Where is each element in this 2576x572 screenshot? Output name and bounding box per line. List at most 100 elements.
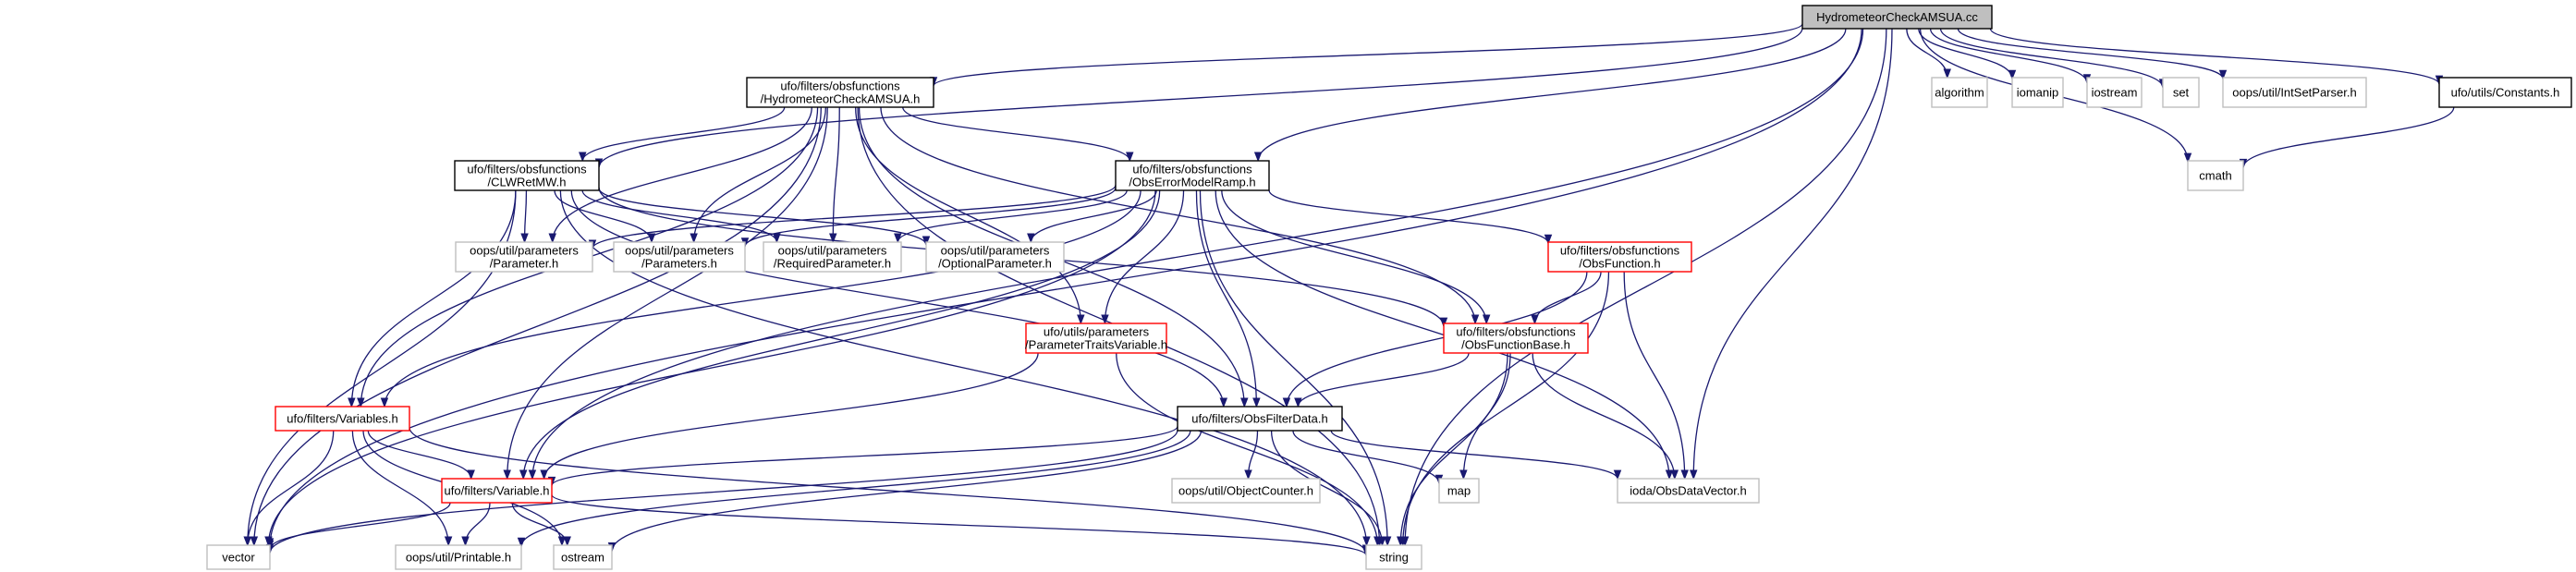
edge-arrowhead <box>444 536 453 547</box>
node-box-parameters <box>613 241 746 273</box>
edge-clw-to-string <box>559 189 1371 547</box>
edge-hchk-to-oemr <box>902 106 1134 163</box>
node-label-map: map <box>1447 484 1471 498</box>
edge-arrowhead <box>243 536 251 547</box>
edge-root-to-variable <box>528 28 1864 481</box>
node-objectcounter[interactable]: oops/util/ObjectCounter.h <box>1171 478 1321 504</box>
edge-line <box>581 189 778 243</box>
edge-obsfunctionbase-to-obsfilterdata <box>1294 352 1470 408</box>
node-obsdatavector[interactable]: ioda/ObsDataVector.h <box>1617 478 1760 504</box>
node-optionalparam[interactable]: oops/util/parameters/OptionalParameter.h <box>925 241 1065 273</box>
edge-clw-to-optionalparam <box>598 188 931 247</box>
node-parameters[interactable]: oops/util/parameters/Parameters.h <box>613 241 746 273</box>
edge-constants-to-cmath <box>2239 106 2455 169</box>
edge-arrowhead <box>540 469 548 481</box>
edge-root-to-constants <box>1989 28 2444 86</box>
edge-arrowhead <box>348 397 356 408</box>
edge-arrowhead <box>1459 469 1468 481</box>
edge-line <box>570 189 1225 408</box>
node-box-string <box>1365 544 1422 570</box>
edge-variables-to-variable <box>367 430 475 481</box>
node-cmath[interactable]: cmath <box>2187 160 2244 191</box>
edge-arrowhead <box>1101 314 1109 325</box>
node-label-oemr-line2: /ObsErrorModelRamp.h <box>1129 176 1255 189</box>
edge-oemr-to-obsfunction <box>1268 189 1553 245</box>
edge-line <box>351 430 449 546</box>
node-hchk[interactable]: ufo/filters/obsfunctions/HydrometeorChec… <box>746 77 934 108</box>
node-label-iomanip: iomanip <box>2017 86 2059 100</box>
edge-arrowhead <box>1219 397 1228 408</box>
node-box-requiredparam <box>763 241 902 273</box>
node-variables[interactable]: ufo/filters/Variables.h <box>275 406 410 432</box>
edge-arrowhead <box>1126 152 1134 163</box>
edge-line <box>507 106 828 480</box>
edge-line <box>1906 28 1948 79</box>
node-box-optionalparam <box>925 241 1065 273</box>
edge-clw-to-variables <box>348 189 517 408</box>
node-paramtraits[interactable]: ufo/utils/parameters/ParameterTraitsVari… <box>1025 323 1167 354</box>
edge-arrowhead <box>829 233 837 244</box>
edge-arrowhead <box>1943 68 1951 79</box>
node-algorithm[interactable]: algorithm <box>1931 77 1988 108</box>
edge-oemr-to-optionalparam <box>1027 189 1157 244</box>
node-label-parameters-line1: oops/util/parameters <box>625 244 734 258</box>
node-obsfunctionbase[interactable]: ufo/filters/obsfunctions/ObsFunctionBase… <box>1443 323 1589 354</box>
node-map[interactable]: map <box>1438 478 1480 504</box>
node-intsetparser[interactable]: oops/util/IntSetParser.h <box>2222 77 2367 108</box>
edge-line <box>269 430 1178 554</box>
node-label-obsfilterdata: ufo/filters/ObsFilterData.h <box>1191 412 1327 426</box>
edge-clw-to-parameters <box>554 189 656 244</box>
node-box-obsfunctionbase <box>1443 323 1589 354</box>
node-iostream[interactable]: iostream <box>2086 77 2143 108</box>
node-box-root <box>1801 5 1993 30</box>
node-vector[interactable]: vector <box>206 544 271 570</box>
edge-obsfunctionbase-to-map <box>1459 352 1511 481</box>
node-printable[interactable]: oops/util/Printable.h <box>395 544 522 570</box>
node-root[interactable]: HydrometeorCheckAMSUA.cc <box>1801 5 1993 30</box>
node-label-constants: ufo/utils/Constants.h <box>2451 86 2560 100</box>
node-label-parameter-line2: /Parameter.h <box>490 257 558 271</box>
edge-line <box>543 352 1039 480</box>
node-label-requiredparam-line1: oops/util/parameters <box>778 244 887 258</box>
edge-clw-to-obsfilterdata <box>570 189 1228 408</box>
node-box-variable <box>441 478 553 504</box>
node-label-ostream: ostream <box>561 551 604 565</box>
edge-oemr-to-paramtraits <box>1101 189 1185 325</box>
node-clw[interactable]: ufo/filters/obsfunctions/CLWRetMW.h <box>454 160 600 191</box>
edge-hchk-to-parameters <box>690 106 827 244</box>
node-box-iomanip <box>2011 77 2064 108</box>
node-obsfunction[interactable]: ufo/filters/obsfunctions/ObsFunction.h <box>1547 241 1692 273</box>
edge-line <box>531 28 1864 480</box>
edge-root-to-oemr <box>1253 28 1847 163</box>
edge-obsfunction-to-obsfunctionbase <box>1531 271 1602 325</box>
edge-line <box>581 106 786 162</box>
node-ostream[interactable]: ostream <box>553 544 613 570</box>
node-parameter[interactable]: oops/util/parameters/Parameter.h <box>455 241 593 273</box>
node-box-iostream <box>2086 77 2143 108</box>
node-label-hchk-line2: /HydrometeorCheckAMSUA.h <box>761 92 921 106</box>
edge-variable-to-ostream <box>511 502 571 547</box>
edge-arrowhead <box>1471 314 1480 325</box>
edge-arrowhead <box>1282 397 1291 408</box>
node-box-clw <box>454 160 600 191</box>
node-set[interactable]: set <box>2162 77 2200 108</box>
edge-root-to-obsdatavector <box>1690 28 1893 481</box>
edge-line <box>933 23 1803 87</box>
node-constants[interactable]: ufo/utils/Constants.h <box>2438 77 2572 108</box>
node-iomanip[interactable]: iomanip <box>2011 77 2064 108</box>
edge-arrowhead <box>1077 314 1085 325</box>
node-oemr[interactable]: ufo/filters/obsfunctions/ObsErrorModelRa… <box>1115 160 1270 191</box>
edge-oemr-to-obsfilterdata <box>1195 189 1261 408</box>
node-requiredparam[interactable]: oops/util/parameters/RequiredParameter.h <box>763 241 902 273</box>
edge-clw-to-requiredparam <box>581 189 781 244</box>
node-label-obsfunction-line2: /ObsFunction.h <box>1579 257 1660 271</box>
edge-line <box>832 106 840 243</box>
node-obsfilterdata[interactable]: ufo/filters/ObsFilterData.h <box>1177 406 1343 432</box>
edge-arrowhead <box>1439 317 1448 328</box>
edge-line <box>1623 271 1686 480</box>
node-variable[interactable]: ufo/filters/Variable.h <box>441 478 553 504</box>
edge-arrowhead <box>519 469 528 481</box>
edge-clw-to-parameter <box>520 189 529 244</box>
node-string[interactable]: string <box>1365 544 1422 570</box>
